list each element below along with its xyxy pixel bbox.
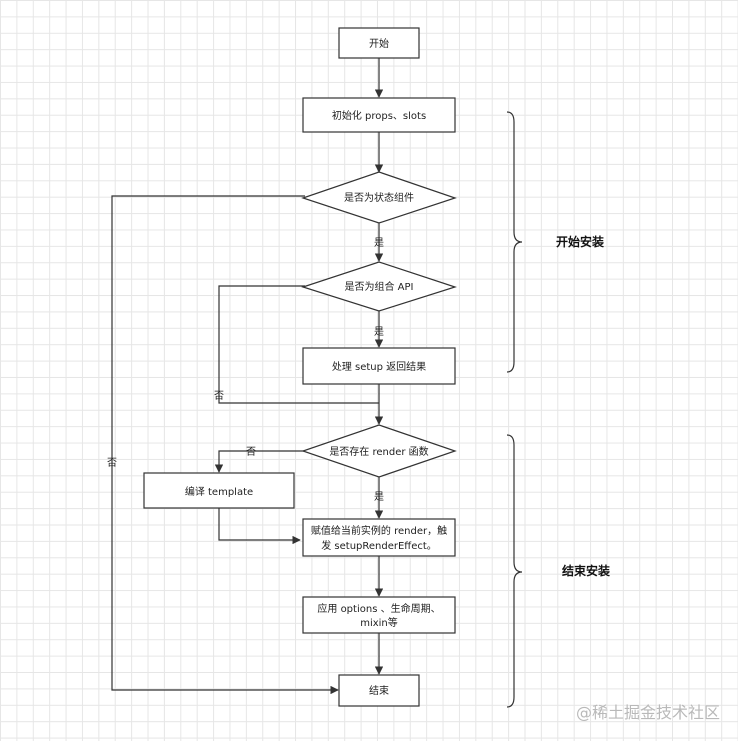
composition-decision [301, 261, 457, 312]
setup-process [302, 347, 456, 385]
node-is-stateful: 是否为状态组件 [301, 171, 457, 224]
node-assign-render: 赋值给当前实例的 render，触 发 setupRenderEffect。 [302, 518, 456, 557]
edge-compile-to-assign [218, 508, 301, 545]
edge-stateful-no [111, 195, 339, 695]
node-has-render: 是否存在 render 函数 [301, 424, 457, 478]
node-end: 结束 [338, 674, 420, 707]
apply-process [302, 596, 456, 634]
brace-mount-end [506, 434, 523, 708]
node-handle-setup: 处理 setup 返回结果 [302, 347, 456, 385]
end-terminal [338, 674, 420, 707]
apply-label-line2: mixin等 [360, 616, 398, 629]
edge-label-render-yes: 是 [374, 491, 384, 503]
node-start: 开始 [338, 27, 420, 59]
render-decision [301, 424, 457, 478]
end-label: 结束 [369, 684, 389, 697]
stateful-decision [301, 171, 457, 224]
apply-label-line1: 应用 options 、生命周期、 [317, 602, 440, 615]
init-label: 初始化 props、slots [332, 109, 426, 122]
phase-label-mount-end: 结束安装 [562, 563, 610, 578]
edge-composition-no [218, 285, 379, 404]
connectors [111, 58, 384, 695]
init-process [302, 97, 456, 133]
assign-label-line2: 发 setupRenderEffect。 [321, 539, 437, 552]
compile-process [143, 472, 295, 509]
start-label: 开始 [369, 37, 389, 50]
edge-label-render-no: 否 [246, 446, 256, 458]
watermark: @稀土掘金技术社区 [576, 703, 720, 722]
assign-label-line1: 赋值给当前实例的 render，触 [311, 524, 447, 537]
setup-label: 处理 setup 返回结果 [332, 360, 426, 373]
edge-render-no [214, 450, 305, 473]
start-terminal [338, 27, 420, 59]
composition-label: 是否为组合 API [345, 280, 414, 293]
edge-label-stateful-no: 否 [107, 457, 117, 469]
stateful-label: 是否为状态组件 [344, 191, 414, 204]
phase-label-mount-start: 开始安装 [556, 234, 604, 249]
render-label: 是否存在 render 函数 [329, 445, 428, 458]
node-compile-template: 编译 template [143, 472, 295, 509]
node-is-composition: 是否为组合 API [301, 261, 457, 312]
edge-label-composition-no: 否 [214, 390, 224, 402]
edge-label-stateful-yes: 是 [374, 237, 384, 249]
brace-mount-start [506, 111, 523, 373]
edge-label-composition-yes: 是 [374, 326, 384, 338]
assign-process [302, 518, 456, 557]
node-apply-options: 应用 options 、生命周期、 mixin等 [302, 596, 456, 634]
compile-label: 编译 template [185, 485, 253, 498]
node-init: 初始化 props、slots [302, 97, 456, 133]
